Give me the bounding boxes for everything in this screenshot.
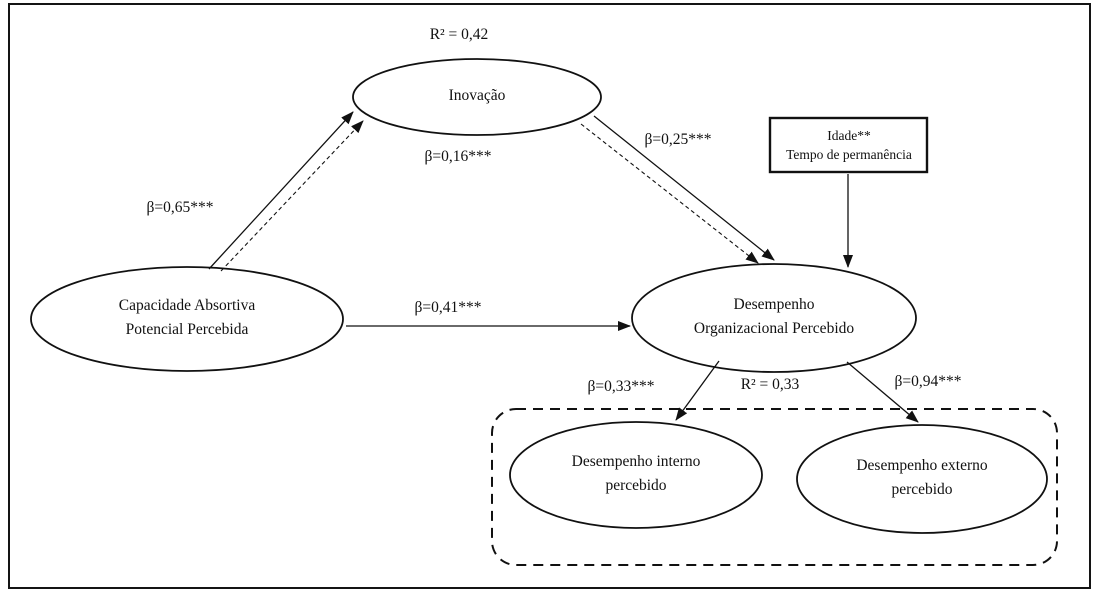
dashed-group-box: [491, 408, 1058, 566]
controls-box-line1: Idade**: [827, 128, 871, 143]
node-capacidade-ellipse: [30, 266, 344, 372]
node-externo-line1: Desempenho externo: [856, 457, 988, 474]
arrow-desempenho-externo: [846, 361, 919, 423]
arrow-capacidade-inovacao-dashed: [220, 120, 364, 272]
arrow-desempenho-interno: [675, 360, 720, 421]
beta-capacidade-desempenho-label: β=0,41***: [414, 299, 482, 316]
beta-indirect-label: β=0,16***: [424, 148, 492, 165]
figure-border: [8, 3, 1091, 589]
node-desempenho-label: Desempenho Organizacional Percebido: [694, 293, 854, 341]
arrow-inovacao-desempenho-dashed: [580, 123, 759, 264]
node-interno-ellipse: [509, 421, 763, 529]
node-capacidade-label: Capacidade Absortiva Potencial Percebida: [119, 294, 255, 342]
arrow-inovacao-desempenho-solid: [593, 115, 775, 261]
node-desempenho-line2: Organizacional Percebido: [693, 320, 855, 337]
controls-box-line2: Tempo de permanência: [786, 147, 912, 162]
beta-capacidade-inovacao-label: β=0,65***: [146, 199, 214, 216]
node-desempenho-ellipse: [631, 263, 917, 373]
node-interno-label: Desempenho interno percebido: [572, 450, 701, 498]
arrow-capacidade-inovacao-solid: [208, 111, 354, 270]
node-inovacao-label: Inovação: [448, 87, 506, 104]
node-interno-line2: percebido: [605, 477, 667, 494]
node-interno-line1: Desempenho interno: [571, 453, 701, 470]
node-externo-label: Desempenho externo percebido: [856, 454, 987, 502]
node-externo-ellipse: [796, 424, 1048, 534]
beta-desempenho-externo-label: β=0,94***: [894, 373, 962, 390]
node-desempenho-line1: Desempenho: [733, 296, 815, 313]
controls-box: [768, 116, 929, 174]
node-capacidade-line1: Capacidade Absortiva: [118, 297, 256, 314]
beta-desempenho-interno-label: β=0,33***: [587, 378, 655, 395]
beta-inovacao-desempenho-label: β=0,25***: [644, 131, 712, 148]
r2-desempenho-label: R² = 0,33: [740, 376, 800, 393]
node-externo-line2: percebido: [891, 481, 953, 498]
r2-inovacao-label: R² = 0,42: [429, 26, 489, 43]
controls-box-label: Idade** Tempo de permanência: [786, 126, 912, 164]
node-capacidade-line2: Potencial Percebida: [125, 321, 249, 338]
node-inovacao-ellipse: [352, 58, 602, 136]
